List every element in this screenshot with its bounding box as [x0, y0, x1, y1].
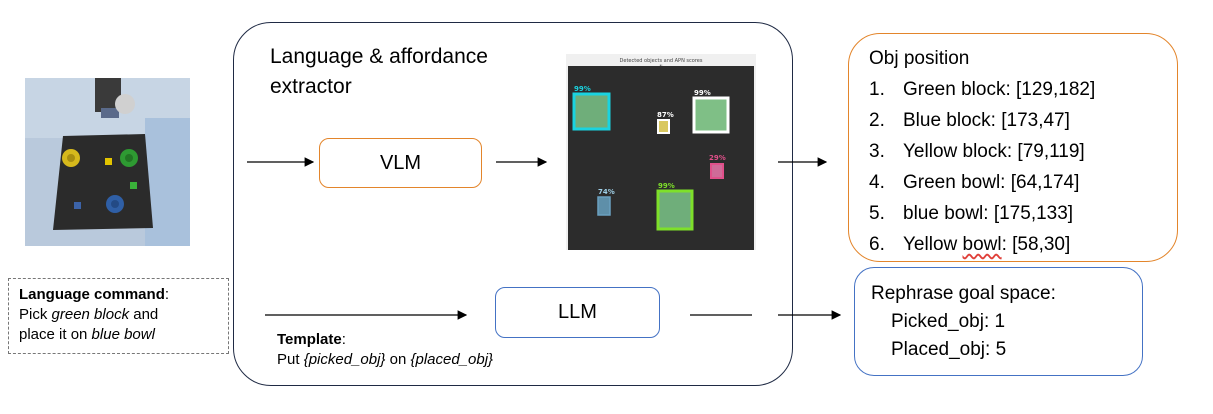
- list-item: 3.Yellow block: [79,119]: [869, 141, 1085, 162]
- list-item: 4.Green bowl: [64,174]: [869, 172, 1080, 193]
- template-heading: Template: [277, 331, 342, 348]
- obj-position-title: Obj position: [869, 48, 970, 69]
- language-command-heading: Language command: [19, 286, 165, 303]
- llm-label: LLM: [558, 301, 597, 323]
- detection-score-5: 74%: [598, 188, 615, 196]
- template-body: Put {picked_obj} on {placed_obj}: [277, 351, 494, 368]
- detection-score-3: 99%: [694, 89, 711, 97]
- list-item: 1.Green block: [129,182]: [869, 79, 1096, 100]
- vlm-label: VLM: [379, 151, 422, 174]
- llm-box: LLM: [495, 287, 660, 338]
- detection-score-2: 87%: [657, 111, 674, 119]
- template-text: Template: Put {picked_obj} on {placed_ob…: [277, 331, 494, 368]
- detection-score-6: 99%: [658, 182, 675, 190]
- detection-title: Detected objects and APN scores: [620, 58, 703, 64]
- goal-picked: Picked_obj: 1: [891, 311, 1006, 332]
- language-affordance-extractor-frame: [233, 22, 793, 386]
- vlm-box: VLM: [319, 138, 482, 188]
- list-item: 6.Yellow bowl: [58,30]: [869, 234, 1071, 255]
- detection-result-image: Detected objects and APN scores N 99% 87…: [566, 54, 756, 250]
- language-command-line2: place it on blue bowl: [19, 326, 155, 343]
- robot-scene-image: [25, 78, 190, 246]
- list-item: 5.blue bowl: [175,133]: [869, 203, 1074, 224]
- rephrase-goal-box: Rephrase goal space: Picked_obj: 1 Place…: [854, 267, 1143, 376]
- extractor-title: Language & affordance extractor: [270, 45, 488, 98]
- language-command-box: Language command: Pick green block and p…: [8, 278, 229, 354]
- goal-placed: Placed_obj: 5: [891, 339, 1007, 360]
- obj-position-box: Obj position 1.Green block: [129,182] 2.…: [848, 33, 1178, 262]
- list-item: 2.Blue block: [173,47]: [869, 110, 1070, 131]
- detection-score-4: 29%: [709, 154, 726, 162]
- detection-score-1: 99%: [574, 85, 591, 93]
- language-command-line1: Pick green block and: [19, 306, 159, 323]
- obj-position-list: 1.Green block: [129,182] 2.Blue block: […: [869, 74, 1177, 260]
- goal-title: Rephrase goal space:: [871, 283, 1056, 304]
